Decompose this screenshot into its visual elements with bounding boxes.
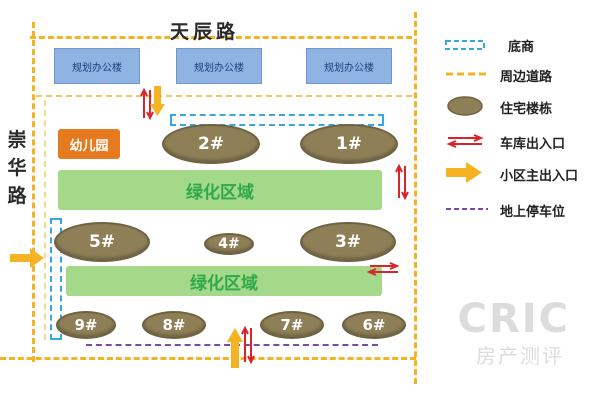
kindergarten: 幼儿园 xyxy=(58,129,120,159)
legend-building-label: 住宅楼栋 xyxy=(500,102,553,117)
main-gate-arrow-icon xyxy=(227,328,243,368)
building-7: 7# xyxy=(260,311,324,339)
legend-road-label: 周边道路 xyxy=(500,70,553,85)
legend-garage-label: 车库出入口 xyxy=(500,137,566,152)
inner-road-line xyxy=(36,95,412,97)
east-road-line xyxy=(414,12,417,384)
building-9: 9# xyxy=(56,311,116,339)
south-road-line xyxy=(0,357,416,360)
planning-office: 规划办公楼 xyxy=(306,48,392,84)
garage-arrow-icon xyxy=(241,325,255,365)
watermark-subtitle: 房产测评 xyxy=(476,344,564,368)
main-gate-arrow-icon xyxy=(150,86,165,116)
legend-main-gate-arrow-icon xyxy=(446,162,482,183)
legend-main-gate-label: 小区主出入口 xyxy=(500,169,579,184)
building-2: 2# xyxy=(162,124,260,164)
legend-building-swatch xyxy=(447,96,483,116)
north-road-line xyxy=(30,36,412,39)
north-road-name: 天辰路 xyxy=(170,21,240,43)
planning-office: 规划办公楼 xyxy=(54,48,140,84)
building-1: 1# xyxy=(300,124,398,164)
watermark-brand: CRIC xyxy=(457,296,570,342)
building-8: 8# xyxy=(142,311,206,339)
west-road-char: 崇 xyxy=(7,129,27,151)
building-6: 6# xyxy=(342,311,406,339)
west-road-name: 崇 华 路 xyxy=(6,126,28,210)
building-3: 3# xyxy=(300,222,396,262)
building-4: 4# xyxy=(204,233,254,255)
inner-west-line xyxy=(44,100,46,340)
building-5: 5# xyxy=(54,222,150,262)
west-road-char: 华 xyxy=(7,157,27,179)
garage-arrow-icon xyxy=(395,163,409,201)
planning-office: 规划办公楼 xyxy=(176,48,262,84)
garage-arrow-icon xyxy=(140,87,154,121)
legend-garage-arrow-icon xyxy=(446,134,484,148)
legend-basement-label: 底商 xyxy=(508,40,535,55)
west-road-char: 路 xyxy=(7,185,27,207)
garage-arrow-icon xyxy=(366,262,400,276)
green-area-upper: 绿化区域 xyxy=(58,170,382,210)
basement-retail-top xyxy=(170,114,384,126)
green-area-lower: 绿化区域 xyxy=(66,266,382,296)
west-road-line xyxy=(32,22,35,362)
basement-retail-left xyxy=(50,218,62,340)
main-gate-arrow-icon xyxy=(10,248,44,268)
legend-parking-label: 地上停车位 xyxy=(500,205,566,220)
legend-basement-swatch xyxy=(445,40,485,50)
